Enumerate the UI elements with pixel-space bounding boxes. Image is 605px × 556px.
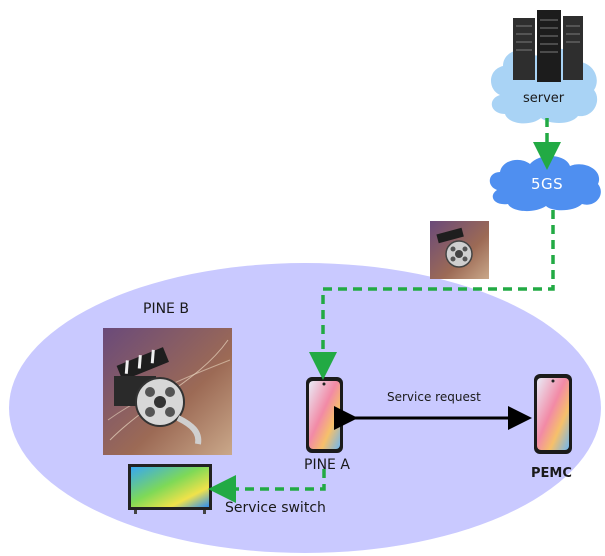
pemc-phone-icon bbox=[534, 374, 572, 454]
pine-a-to-tv-link bbox=[208, 469, 326, 503]
server-label: server bbox=[523, 91, 565, 106]
film-clapper-image bbox=[103, 328, 232, 455]
service-switch-label: Service switch bbox=[225, 500, 326, 516]
gateway-label: 5GS bbox=[531, 175, 564, 193]
gateway-cloud-icon bbox=[489, 155, 601, 212]
server-rack-icon bbox=[513, 10, 583, 82]
tv-icon bbox=[128, 464, 212, 514]
pine-a-label: PINE A bbox=[304, 457, 350, 473]
pine-a-phone-icon bbox=[306, 377, 343, 453]
pine-b-label: PINE B bbox=[143, 301, 189, 317]
service-request-label: Service request bbox=[387, 390, 481, 404]
pemc-label: PEMC bbox=[531, 466, 572, 481]
5gs-to-pine-a-link bbox=[309, 210, 555, 380]
film-reel-icon bbox=[430, 221, 489, 279]
